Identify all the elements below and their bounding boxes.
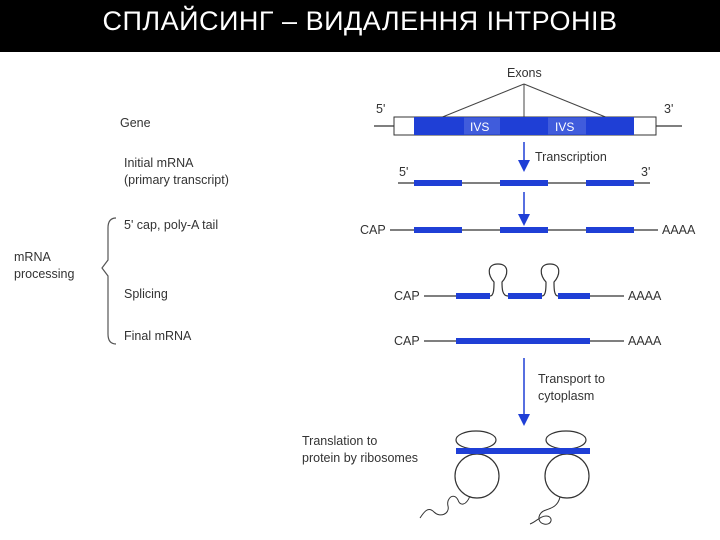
- gene-5prime: 5': [376, 102, 385, 116]
- initial-exon-2: [500, 180, 548, 186]
- final-exons: [456, 338, 590, 344]
- gene-exon-3: [586, 117, 634, 135]
- final-mrna-label: Final mRNA: [124, 329, 192, 343]
- cap-label-1: CAP: [360, 223, 386, 237]
- transport-label-2: cytoplasm: [538, 389, 594, 403]
- initial-mrna-label: Initial mRNA: [124, 156, 194, 170]
- capped-exon-1: [414, 227, 462, 233]
- gene-3prime: 3': [664, 102, 673, 116]
- mrna-processing-label: mRNA: [14, 250, 51, 264]
- splicing-label: Splicing: [124, 287, 168, 301]
- translation-label-2: protein by ribosomes: [302, 451, 418, 465]
- initial-3prime: 3': [641, 165, 650, 179]
- transport-label: Transport to: [538, 372, 605, 386]
- ribosome-2-small-subunit: [546, 431, 586, 449]
- initial-5prime: 5': [399, 165, 408, 179]
- cap-label-2: CAP: [394, 289, 420, 303]
- polya-label-3: AAAA: [628, 334, 662, 348]
- intron-loop-1: [489, 264, 508, 296]
- gene-exon-2: [500, 117, 548, 135]
- initial-exon-3: [586, 180, 634, 186]
- exons-label: Exons: [507, 66, 542, 80]
- splicing-exon-1: [456, 293, 490, 299]
- transcription-label: Transcription: [535, 150, 607, 164]
- intron-loop-2: [541, 264, 559, 296]
- initial-exon-1: [414, 180, 462, 186]
- ribosome-1-large-subunit: [455, 454, 499, 498]
- translation-mrna: [456, 448, 590, 454]
- processing-brace: [102, 218, 116, 344]
- gene-label: Gene: [120, 116, 151, 130]
- cap-tail-label: 5' cap, poly-A tail: [124, 218, 218, 232]
- gene-exon-1: [414, 117, 464, 135]
- exon-pointer-3: [524, 84, 608, 118]
- ivs-label-2: IVS: [555, 120, 574, 134]
- polya-label-1: AAAA: [662, 223, 696, 237]
- ribosome-1-small-subunit: [456, 431, 496, 449]
- polypeptide-2: [530, 497, 560, 524]
- polypeptide-1: [420, 496, 470, 518]
- polya-label-2: AAAA: [628, 289, 662, 303]
- splicing-exon-3: [558, 293, 590, 299]
- cap-label-3: CAP: [394, 334, 420, 348]
- ivs-label-1: IVS: [470, 120, 489, 134]
- primary-transcript-label: (primary transcript): [124, 173, 229, 187]
- capped-exon-3: [586, 227, 634, 233]
- capped-exon-2: [500, 227, 548, 233]
- translation-label: Translation to: [302, 434, 377, 448]
- ribosome-2-large-subunit: [545, 454, 589, 498]
- mrna-processing-label-2: processing: [14, 267, 74, 281]
- splicing-exon-2: [508, 293, 542, 299]
- exon-pointer-1: [440, 84, 524, 118]
